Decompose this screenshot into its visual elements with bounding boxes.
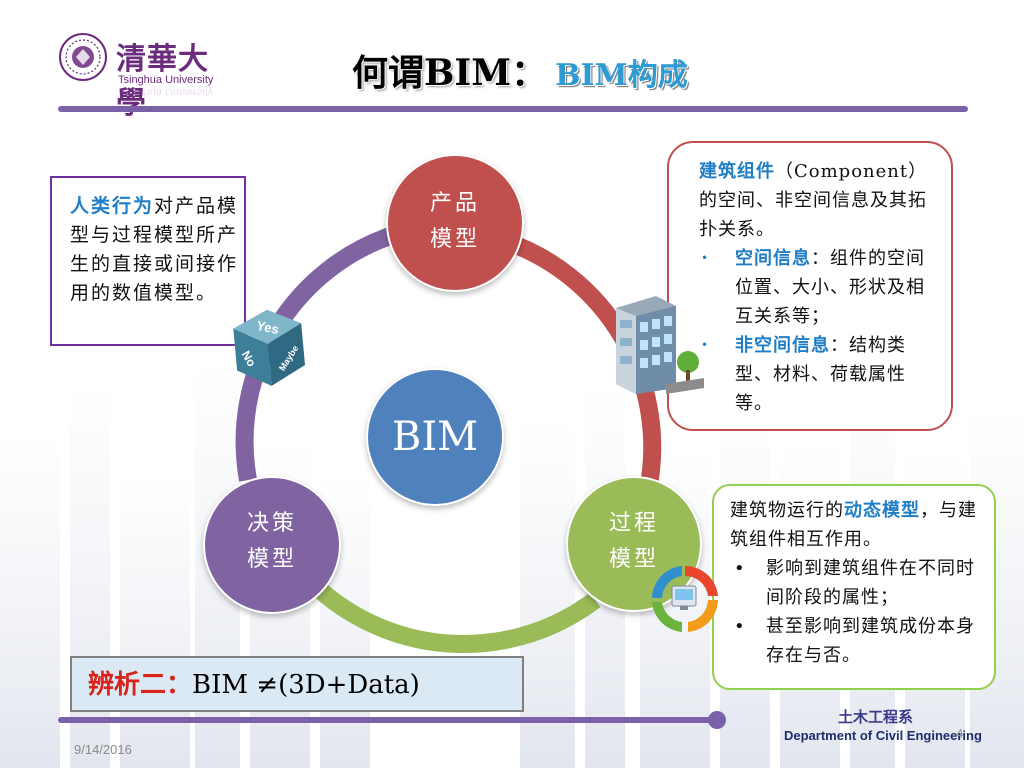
- department-english: Department of Civil Engineering: [784, 728, 982, 743]
- bullet-dot-icon: •: [701, 251, 710, 265]
- bullet-text-nonspatial: ：结构类型、材料、荷载属性等。: [735, 335, 906, 414]
- bullet-term-spatial: 空间信息: [735, 248, 811, 269]
- node-process-line1: 过程: [608, 511, 659, 536]
- process-intro-after: ，与建筑组件相互作用。: [730, 500, 977, 550]
- slide-title: 何谓BIM：BIM构成: [352, 44, 688, 94]
- bullet-term-nonspatial: 非空间信息: [735, 335, 830, 356]
- process-bullet-1-text: 影响到建筑组件在不同时间阶段的属性；: [766, 558, 975, 608]
- node-decision-line2: 模型: [246, 547, 297, 572]
- dice-no: No: [239, 348, 259, 369]
- bullet-text-spatial: ：组件的空间位置、大小、形状及相互关系等；: [735, 248, 925, 327]
- bullet-dot-icon: •: [734, 558, 746, 579]
- component-bullet-spatial: • 空间信息：组件的空间位置、大小、形状及相互关系等；: [699, 244, 943, 331]
- component-intro-text: （Component）的空间、非空间信息及其拓扑关系。: [699, 161, 928, 240]
- component-term: 建筑组件: [699, 161, 775, 182]
- node-product-line2: 模型: [429, 227, 480, 252]
- note-text: BIM ≠(3D+Data): [192, 670, 420, 700]
- footer-divider-end: [708, 711, 726, 729]
- department-chinese: 土木工程系: [838, 708, 914, 726]
- process-bullet-2-text: 甚至影响到建筑成份本身存在与否。: [766, 616, 975, 666]
- dice-yes: Yes: [255, 318, 280, 337]
- node-process-line2: 模型: [608, 547, 659, 572]
- arc-process-to-decision: [314, 583, 601, 654]
- process-intro-before: 建筑物运行的: [730, 500, 844, 521]
- human-behavior-term: 人类行为: [70, 195, 155, 217]
- process-cycle-icon: [652, 565, 718, 632]
- office-building-icon: [616, 296, 704, 394]
- callout-building-component: 建筑组件（Component）的空间、非空间信息及其拓扑关系。 • 空间信息：组…: [667, 141, 953, 431]
- decision-dice-icon: Yes No Maybe: [233, 309, 306, 386]
- node-product-line1: 产品: [429, 191, 480, 216]
- process-term: 动态模型: [844, 500, 920, 521]
- note-label: 辨析二：: [88, 670, 193, 700]
- node-product-label: 产品 模型: [388, 186, 522, 258]
- process-bullet-2: • 甚至影响到建筑成份本身存在与否。: [730, 612, 988, 670]
- node-decision-label: 决策 模型: [205, 506, 339, 578]
- bullet-dot-icon: •: [701, 338, 710, 352]
- process-intro: 建筑物运行的动态模型，与建筑组件相互作用。: [730, 496, 988, 554]
- header-divider: [58, 106, 968, 112]
- node-process-label: 过程 模型: [568, 506, 700, 578]
- human-behavior-text: 对产品模型与过程模型所产生的直接或间接作用的数值模型。: [70, 195, 239, 304]
- slide-date: 9/14/2016: [74, 742, 132, 757]
- node-decision-line1: 决策: [246, 511, 297, 536]
- callout-human-behavior: 人类行为对产品模型与过程模型所产生的直接或间接作用的数值模型。: [50, 176, 246, 346]
- node-bim-center: BIM: [366, 368, 504, 506]
- logo-english-reflection: Tsinghua University: [118, 86, 214, 98]
- university-seal-icon: [59, 33, 107, 81]
- node-product-model: 产品 模型: [386, 154, 524, 292]
- callout-process-model: 建筑物运行的动态模型，与建筑组件相互作用。 • 影响到建筑组件在不同时间阶段的属…: [712, 484, 996, 690]
- title-main: 何谓BIM：: [352, 52, 548, 94]
- logo-english-name: Tsinghua University: [118, 74, 214, 86]
- footer-divider: [58, 717, 718, 723]
- page-number: 4: [956, 726, 964, 741]
- title-subtitle: BIM构成: [555, 58, 688, 93]
- node-decision-model: 决策 模型: [203, 476, 341, 614]
- node-bim-label: BIM: [391, 414, 479, 460]
- component-bullet-nonspatial: • 非空间信息：结构类型、材料、荷载属性等。: [699, 331, 943, 418]
- bullet-dot-icon: •: [734, 616, 746, 637]
- tsinghua-logo: 清華大學 Tsinghua University Tsinghua Univer…: [58, 32, 218, 121]
- component-intro: 建筑组件（Component）的空间、非空间信息及其拓扑关系。: [699, 157, 943, 244]
- process-bullet-1: • 影响到建筑组件在不同时间阶段的属性；: [730, 554, 988, 612]
- note-distinction: 辨析二：BIM ≠(3D+Data): [70, 656, 524, 712]
- logo-chinese-name: 清華大學: [116, 42, 209, 121]
